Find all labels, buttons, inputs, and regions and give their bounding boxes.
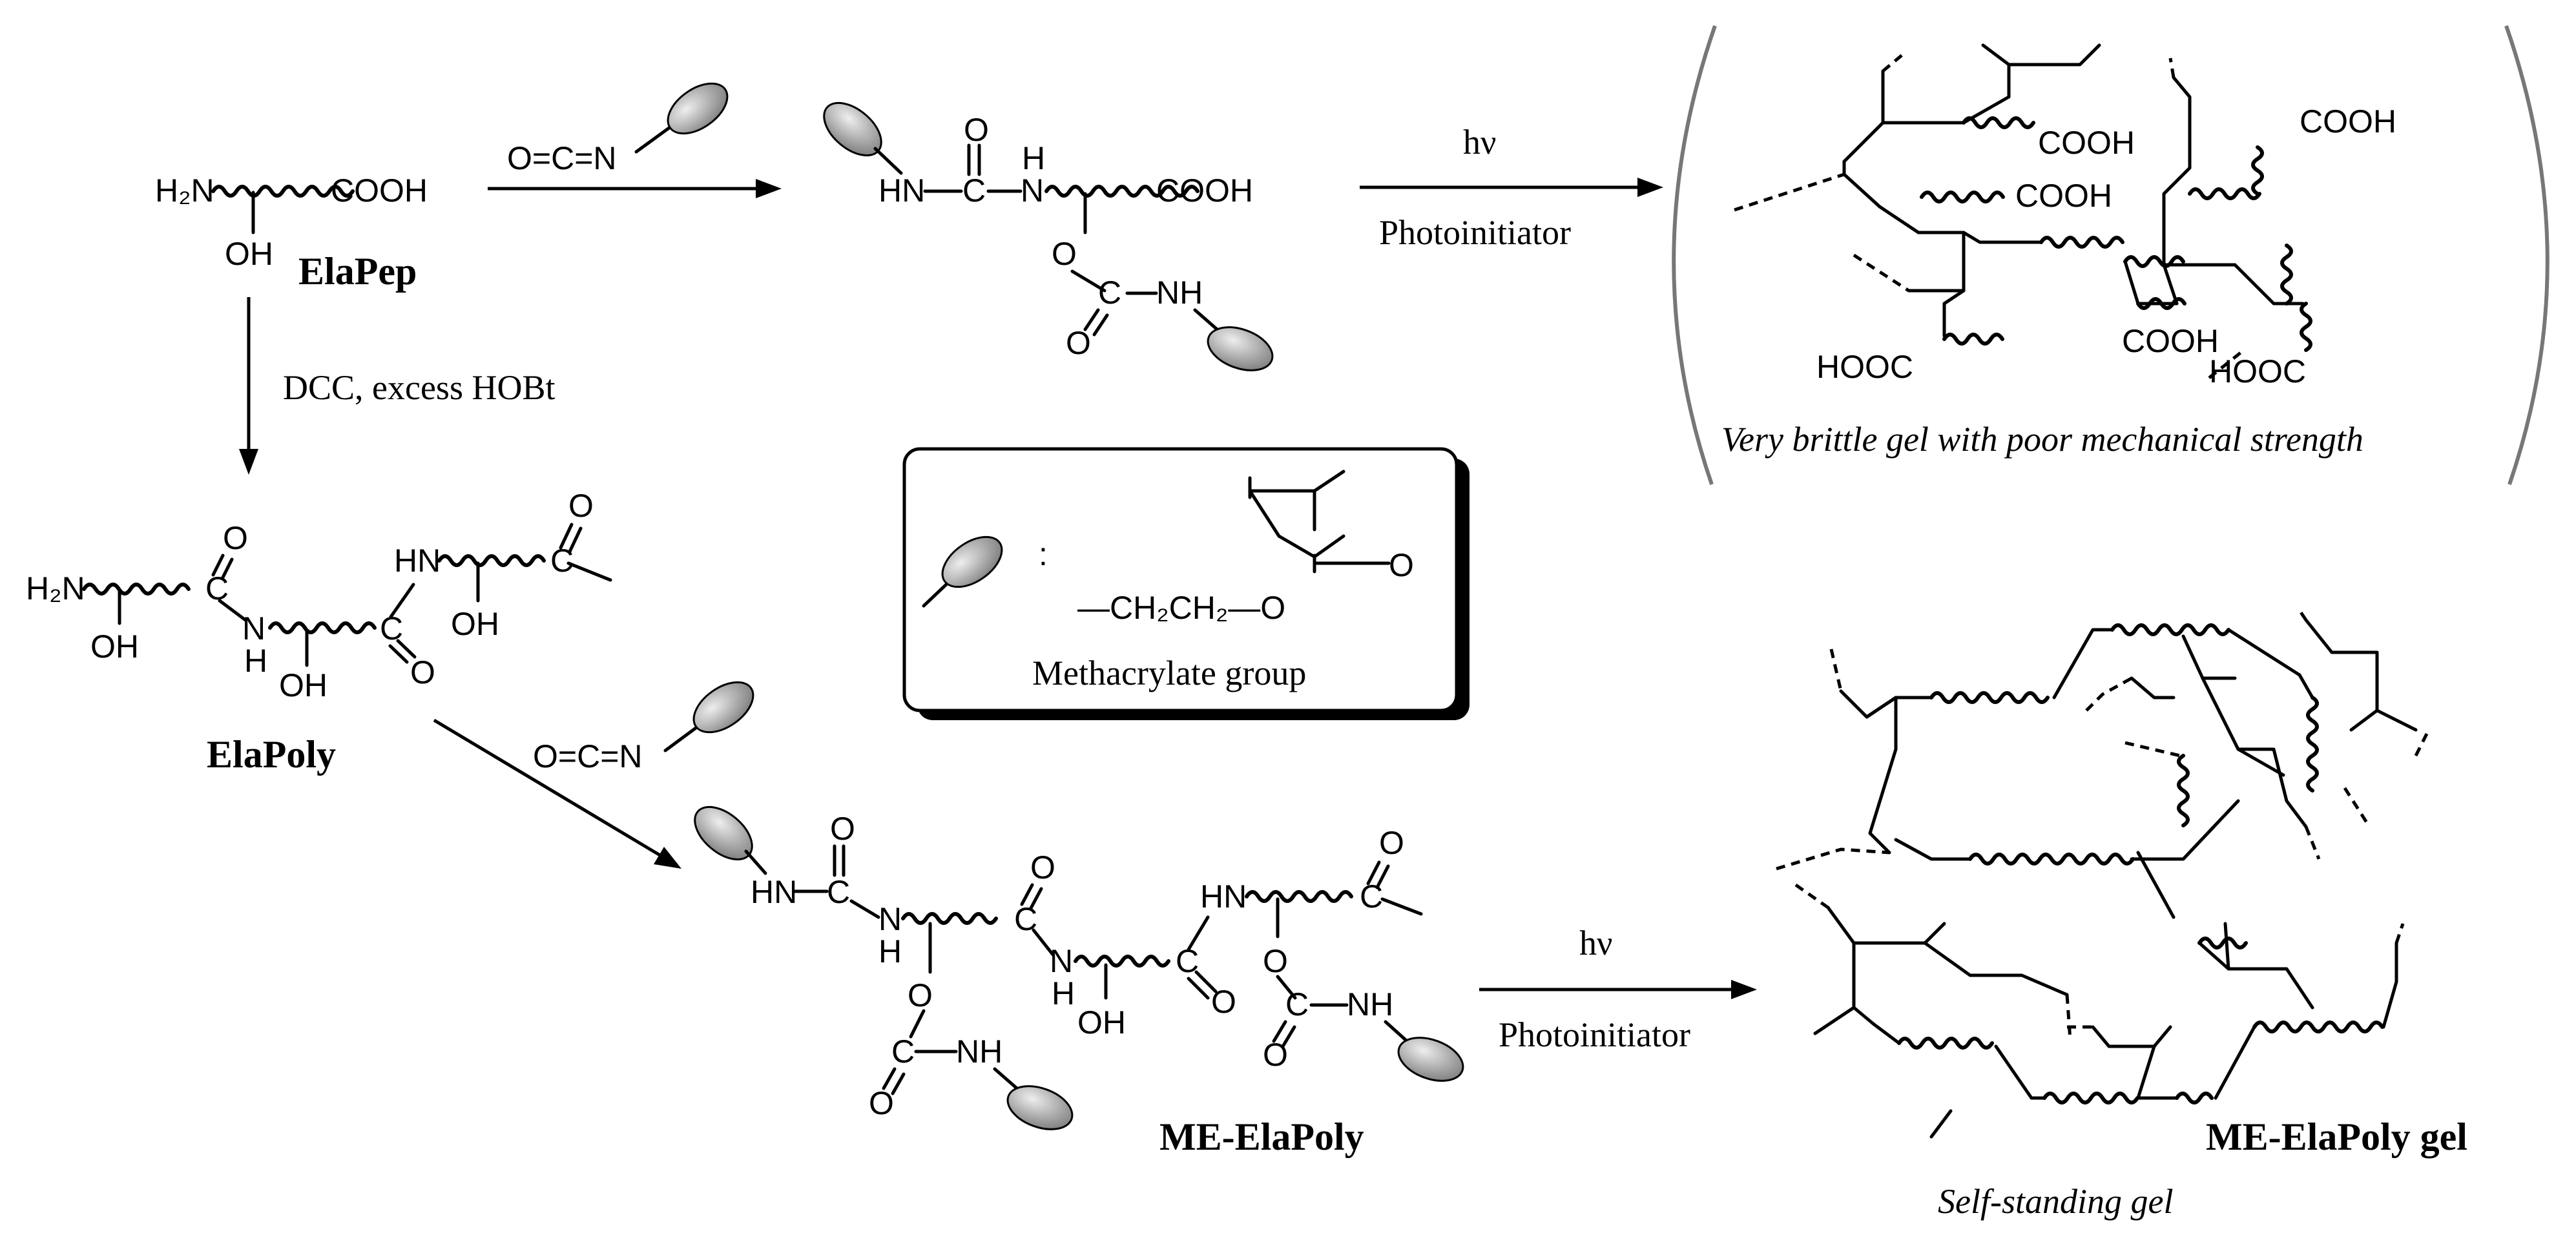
oh-label: OH xyxy=(90,628,139,665)
c-label: C xyxy=(827,874,850,910)
cooh-label: COOH xyxy=(2300,103,2396,140)
wavy-bond xyxy=(211,185,355,198)
methacrylate-blob-icon xyxy=(667,82,729,135)
photoinitiator-label-bottom: Photoinitiator xyxy=(1499,1015,1690,1054)
o-label: O xyxy=(1030,849,1055,886)
c-label: C xyxy=(1098,275,1121,311)
elapoly-label: ElaPoly xyxy=(207,733,336,776)
h-label: H xyxy=(1022,140,1045,176)
legend-name: Methacrylate group xyxy=(1032,654,1306,692)
n-label: N xyxy=(242,610,265,647)
isocyanate-reagent-bottom: O=C=N xyxy=(533,681,754,774)
o-label: O xyxy=(869,1085,894,1121)
o-label: O xyxy=(1263,1037,1288,1073)
hn-label: HN xyxy=(1200,878,1247,915)
c-label: C xyxy=(962,172,986,209)
h-label: H xyxy=(878,933,902,969)
o-label: O xyxy=(1263,943,1288,979)
hn-label: HN xyxy=(394,543,441,579)
elapep-structure: H₂N OH COOH ElaPep xyxy=(155,172,428,293)
me-elapoly-structure: HN C O N H O C O NH C O N H OH C O H xyxy=(694,805,1464,1158)
right-parenthesis xyxy=(2504,25,2550,485)
o-label: O xyxy=(410,654,435,690)
hooc-label: HOOC xyxy=(1816,349,1913,385)
methacrylate-blob-icon xyxy=(694,805,753,861)
hooc-label: HOOC xyxy=(2209,353,2306,389)
hv-label-bottom: hν xyxy=(1579,924,1612,962)
c-label: C xyxy=(891,1033,915,1070)
methacrylate-legend-box: : —CH₂CH₂—O O Methacrylate group xyxy=(902,447,1470,720)
cooh-label: COOH xyxy=(331,172,428,209)
o-label: O xyxy=(830,811,855,847)
methacrylate-blob-icon xyxy=(1006,1085,1074,1130)
dcc-hobt-label: DCC, excess HOBt xyxy=(283,368,555,407)
c-label: C xyxy=(1285,986,1309,1022)
o-label: O xyxy=(1066,325,1091,361)
methacrylate-blob-icon xyxy=(1207,326,1274,371)
brittle-gel-caption: Very brittle gel with poor mechanical st… xyxy=(1721,420,2363,459)
isocyanate-text: O=C=N xyxy=(507,140,617,176)
left-parenthesis xyxy=(1672,25,1717,485)
n-label: N xyxy=(1021,172,1044,209)
o-label: O xyxy=(223,520,248,556)
legend-o-label: O xyxy=(1389,547,1414,583)
n-label: N xyxy=(1050,943,1073,979)
arrow-diagonal xyxy=(433,718,670,862)
nh-label: NH xyxy=(956,1033,1002,1070)
h-label: H xyxy=(1052,975,1075,1011)
cooh-label: COOH xyxy=(2122,323,2219,359)
isocyanate-reagent-top: O=C=N xyxy=(507,82,729,176)
h-label: H xyxy=(244,643,267,679)
hn-label: HN xyxy=(878,172,925,209)
legend-formula: —CH₂CH₂—O xyxy=(1077,590,1285,626)
hv-label-top: hν xyxy=(1463,123,1496,161)
o-label: O xyxy=(568,488,594,524)
me-elapoly-gel-label: ME-ElaPoly gel xyxy=(2206,1115,2467,1158)
cooh-label: COOH xyxy=(2015,178,2112,214)
hn-label: HN xyxy=(751,874,797,910)
me-elapoly-label: ME-ElaPoly xyxy=(1159,1115,1364,1158)
o-label: O xyxy=(1052,236,1077,272)
elapoly-structure: H₂N OH C O N H OH C O HN OH C O ElaPoly xyxy=(26,488,612,776)
h2n-label: H₂N xyxy=(26,570,85,606)
o-label: O xyxy=(1379,825,1404,861)
o-label: O xyxy=(908,977,933,1013)
legend-colon: : xyxy=(1039,536,1048,572)
brittle-gel-network: COOH COOH HOOC COOH COOH HOOC Very britt… xyxy=(1672,25,2550,485)
self-standing-caption: Self-standing gel xyxy=(1938,1182,2173,1221)
me-elapoly-gel-network: ME-ElaPoly gel Self-standing gel xyxy=(1776,609,2467,1221)
oh-label: OH xyxy=(225,236,273,272)
isocyanate-text: O=C=N xyxy=(533,738,643,774)
oh-label: OH xyxy=(279,667,327,703)
cooh-label: COOH xyxy=(2038,125,2135,161)
methacrylated-elapep: HN C O N H COOH O C O NH xyxy=(823,101,1274,371)
oh-label: OH xyxy=(451,606,499,642)
o-label: O xyxy=(964,112,989,148)
nh-label: NH xyxy=(1347,986,1393,1022)
methacrylate-blob-icon xyxy=(692,681,754,734)
methacrylate-blob-icon xyxy=(1397,1037,1464,1082)
o-label: O xyxy=(1211,984,1236,1020)
oh-label: OH xyxy=(1077,1004,1126,1041)
photoinitiator-label-top: Photoinitiator xyxy=(1379,213,1571,252)
elapep-label: ElaPep xyxy=(298,250,417,293)
nh-label: NH xyxy=(1156,275,1203,311)
h2n-label: H₂N xyxy=(155,172,214,209)
cooh-label: COOH xyxy=(1156,172,1253,209)
n-label: N xyxy=(878,901,902,937)
methacrylate-blob-icon xyxy=(941,535,1003,588)
